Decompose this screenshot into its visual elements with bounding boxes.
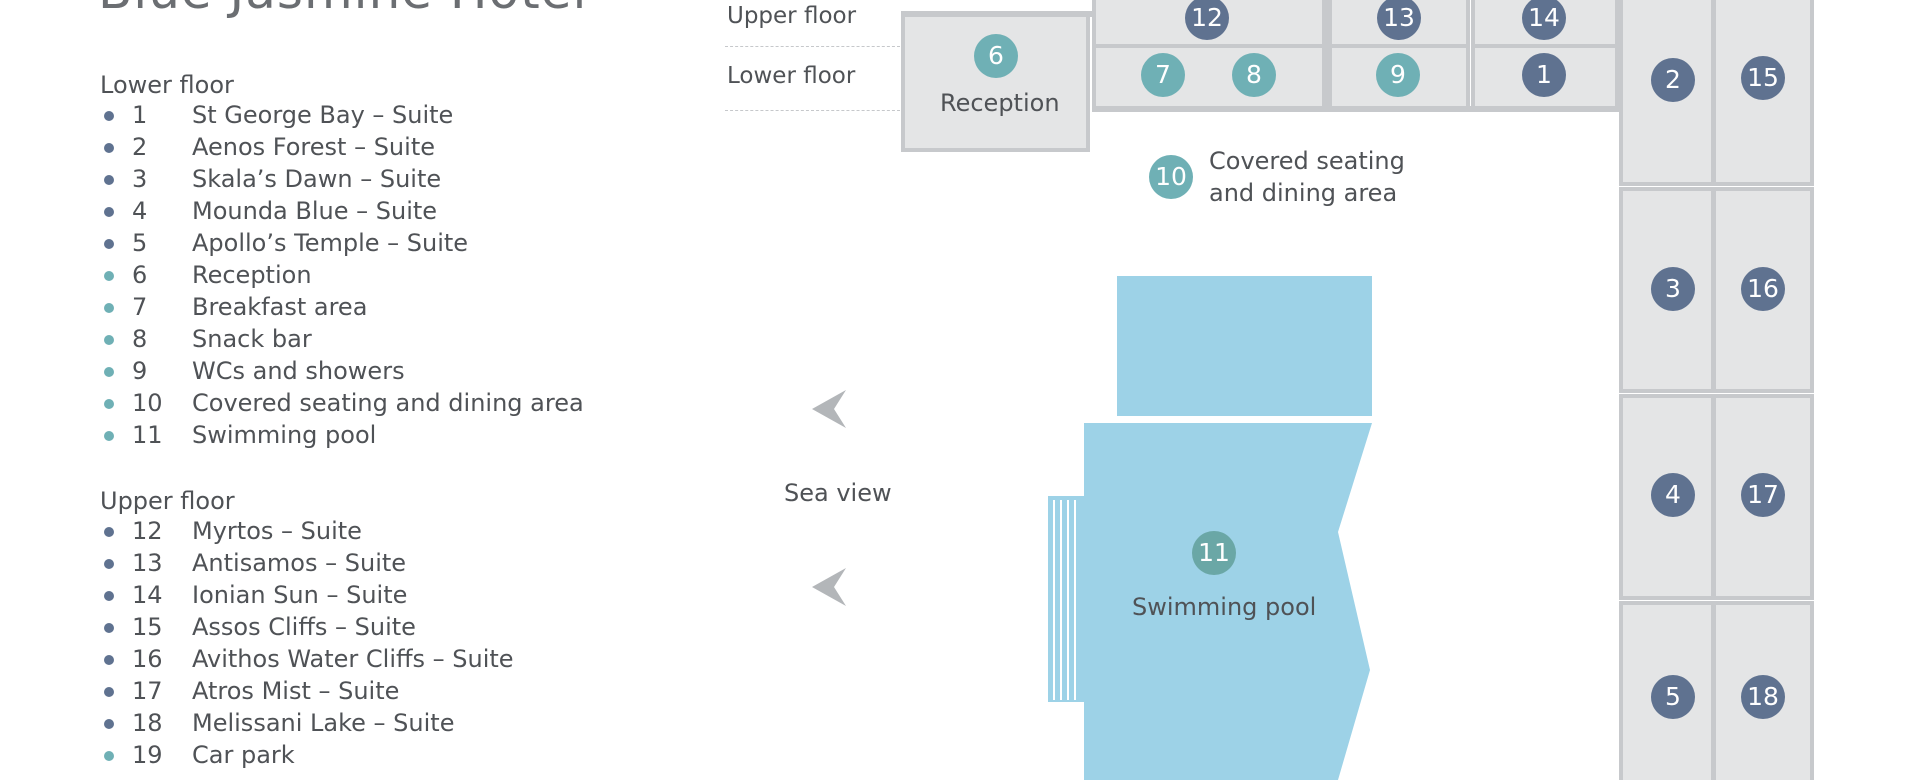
marker-4: 4	[1651, 473, 1695, 517]
seating-label-line1: Covered seating	[1209, 147, 1405, 175]
legend-bullet-icon	[104, 335, 114, 345]
legend-item-number: 17	[132, 677, 163, 705]
room-17	[1712, 394, 1814, 600]
legend-item-name: Car park	[192, 741, 295, 769]
legend-item-name: Swimming pool	[192, 421, 377, 449]
marker-10: 10	[1149, 155, 1193, 199]
legend-bullet-icon	[104, 303, 114, 313]
legend-item-name: Apollo’s Temple – Suite	[192, 229, 469, 257]
marker-12: 12	[1185, 0, 1229, 40]
marker-14: 14	[1522, 0, 1566, 40]
legend-item-number: 12	[132, 517, 163, 545]
legend-bullet-icon	[104, 527, 114, 537]
legend-item-name: Avithos Water Cliffs – Suite	[192, 645, 514, 673]
legend-item-name: Mounda Blue – Suite	[192, 197, 438, 225]
legend-item-number: 6	[132, 261, 148, 289]
legend-bullet-icon	[104, 399, 114, 409]
pool-label: Swimming pool	[1132, 593, 1317, 621]
legend-bullet-icon	[104, 687, 114, 697]
legend-bullet-icon	[104, 751, 114, 761]
legend-item-name: St George Bay – Suite	[192, 101, 454, 129]
legend-item-name: Aenos Forest – Suite	[192, 133, 435, 161]
legend-bullet-icon	[104, 111, 114, 121]
seating-label-line2: and dining area	[1209, 179, 1398, 207]
reception-room	[901, 11, 1090, 152]
legend-bullet-icon	[104, 143, 114, 153]
marker-5: 5	[1651, 675, 1695, 719]
page-title: Blue Jasmine Hotel	[98, 0, 587, 16]
reception-outer-wall	[901, 11, 1095, 17]
upper-floor-label: Upper floor	[727, 3, 857, 29]
marker-7: 7	[1141, 53, 1185, 97]
room-lower-7-8	[1092, 44, 1327, 112]
legend-bullet-icon	[104, 271, 114, 281]
room-18	[1712, 601, 1814, 780]
legend-bullet-icon	[104, 591, 114, 601]
legend-heading-lower-floor: Lower floor	[100, 71, 234, 99]
legend-item-name: Reception	[192, 261, 312, 289]
marker-8: 8	[1232, 53, 1276, 97]
legend-item-name: WCs and showers	[192, 357, 405, 385]
legend-item-name: Myrtos – Suite	[192, 517, 362, 545]
sea-view-label: Sea view	[784, 479, 892, 507]
legend-bullet-icon	[104, 655, 114, 665]
legend-item-name: Covered seating and dining area	[192, 389, 584, 417]
legend-bullet-icon	[104, 623, 114, 633]
legend-item-name: Melissani Lake – Suite	[192, 709, 455, 737]
legend-item-number: 13	[132, 549, 163, 577]
marker-11: 11	[1192, 531, 1236, 575]
marker-16: 16	[1741, 267, 1785, 311]
legend-item-number: 5	[132, 229, 148, 257]
legend-item-number: 2	[132, 133, 148, 161]
legend-item-name: Atros Mist – Suite	[192, 677, 400, 705]
floor-bottom-line	[725, 110, 900, 111]
legend-item-name: Antisamos – Suite	[192, 549, 407, 577]
legend-item-number: 1	[132, 101, 148, 129]
marker-2: 2	[1651, 58, 1695, 102]
legend-item-number: 10	[132, 389, 163, 417]
top-building-divider-wall	[1322, 0, 1332, 112]
top-building-bottom-wall	[1092, 106, 1622, 112]
lower-floor-label: Lower floor	[727, 63, 856, 89]
legend-item-number: 15	[132, 613, 163, 641]
legend-item-name: Skala’s Dawn – Suite	[192, 165, 442, 193]
legend-bullet-icon	[104, 431, 114, 441]
legend-item-number: 3	[132, 165, 148, 193]
marker-3: 3	[1651, 267, 1695, 311]
legend-bullet-icon	[104, 239, 114, 249]
legend-bullet-icon	[104, 175, 114, 185]
legend-item-name: Breakfast area	[192, 293, 368, 321]
legend-item-number: 16	[132, 645, 163, 673]
reception-label: Reception	[940, 89, 1060, 117]
legend-item-number: 7	[132, 293, 148, 321]
marker-1: 1	[1522, 53, 1566, 97]
legend-item-number: 4	[132, 197, 148, 225]
legend-bullet-icon	[104, 207, 114, 217]
marker-17: 17	[1741, 473, 1785, 517]
legend-item-number: 18	[132, 709, 163, 737]
legend-item-number: 8	[132, 325, 148, 353]
legend-heading-upper-floor: Upper floor	[100, 487, 235, 515]
pool-main-section	[1048, 423, 1372, 780]
marker-18: 18	[1741, 675, 1785, 719]
marker-9: 9	[1376, 53, 1420, 97]
marker-6: 6	[974, 34, 1018, 78]
legend-item-number: 19	[132, 741, 163, 769]
legend-item-name: Ionian Sun – Suite	[192, 581, 408, 609]
legend-item-number: 11	[132, 421, 163, 449]
marker-13: 13	[1377, 0, 1421, 40]
legend-item-name: Assos Cliffs – Suite	[192, 613, 416, 641]
marker-15: 15	[1741, 56, 1785, 100]
legend-item-name: Snack bar	[192, 325, 312, 353]
legend-bullet-icon	[104, 559, 114, 569]
legend-bullet-icon	[104, 367, 114, 377]
pool-upper-section	[1117, 276, 1372, 416]
sea-view-arrow-lower-icon	[812, 568, 846, 606]
legend-item-number: 14	[132, 581, 163, 609]
floor-divider-line	[725, 46, 900, 47]
legend-bullet-icon	[104, 719, 114, 729]
legend-item-number: 9	[132, 357, 148, 385]
sea-view-arrow-upper-icon	[812, 390, 846, 428]
